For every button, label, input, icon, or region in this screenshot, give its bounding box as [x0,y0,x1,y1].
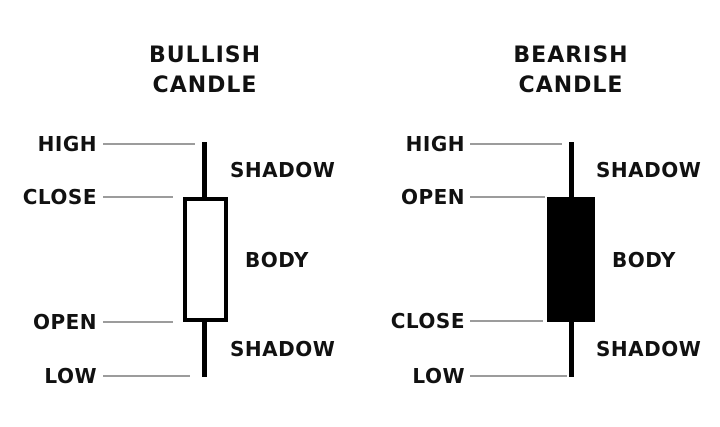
bearish-label-close: CLOSE [390,309,465,333]
bullish-open-connector-line [103,321,173,323]
bullish-lower-shadow [202,318,207,377]
bullish-upper-shadow [202,142,207,200]
bearish-title-line2: CANDLE [518,73,624,98]
bullish-title-line2: CANDLE [152,73,258,98]
bearish-high-connector-line [470,143,562,145]
bearish-lower-shadow-label: SHADOW [596,337,702,361]
bullish-body-label: BODY [245,248,309,272]
bullish-lower-shadow-label: SHADOW [230,337,336,361]
bullish-label-close: CLOSE [22,185,97,209]
bullish-title-line1: BULLISH [148,43,262,68]
bearish-label-low: LOW [412,364,465,388]
bearish-candle-body [547,197,595,322]
bullish-high-connector-line [103,143,195,145]
bearish-lower-shadow [569,318,574,377]
bearish-label-open: OPEN [400,185,465,209]
bearish-title-line1: BEARISH [513,43,629,68]
bullish-low-connector-line [103,375,190,377]
bearish-title: BEARISH CANDLE [431,41,711,101]
bearish-upper-shadow-label: SHADOW [596,158,702,182]
bearish-low-connector-line [470,375,567,377]
bullish-title: BULLISH CANDLE [65,41,345,101]
bullish-label-high: HIGH [37,132,97,156]
bearish-close-connector-line [470,320,543,322]
bearish-label-high: HIGH [405,132,465,156]
bearish-upper-shadow [569,142,574,200]
bullish-label-open: OPEN [32,310,97,334]
bullish-close-connector-line [103,196,173,198]
bullish-upper-shadow-label: SHADOW [230,158,336,182]
bullish-label-low: LOW [44,364,97,388]
bearish-open-connector-line [470,196,545,198]
bullish-candle-body [183,197,228,322]
bearish-body-label: BODY [612,248,676,272]
